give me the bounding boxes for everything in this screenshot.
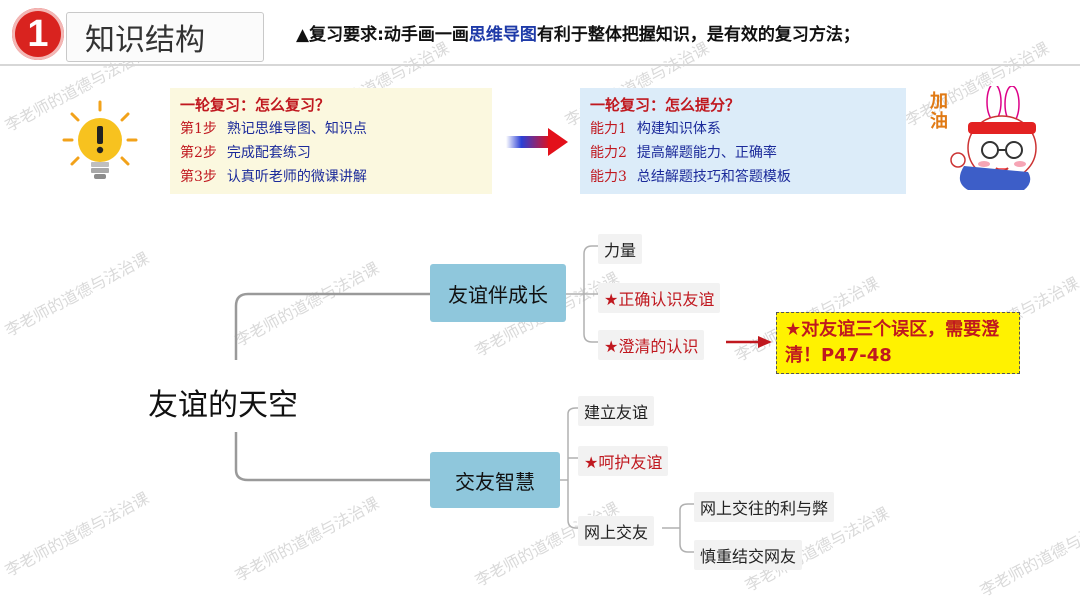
requirement-highlight: 思维导图 <box>468 25 537 45</box>
rabbit-mascot-icon <box>924 83 1044 196</box>
requirement-suffix: 有利于整体把握知识，是有效的复习方法； <box>536 25 860 45</box>
mindmap-leaf: 力量 <box>598 234 643 264</box>
lightbulb-icon <box>60 96 140 188</box>
mindmap-leaf: ★呵护友谊 <box>578 446 669 476</box>
mindmap-leaf: ★正确认识友谊 <box>598 283 721 313</box>
section-title: 知识结构 <box>66 12 264 62</box>
review-step: 第3步认真听老师的微课讲解 <box>180 169 367 185</box>
review-method-panel: 一轮复习：怎么复习？ 第1步熟记思维导图、知识点 第2步完成配套练习 第3步认真… <box>170 88 492 194</box>
header-divider <box>0 64 1080 66</box>
mindmap-branch-friendship-wisdom: 交友智慧 <box>430 452 560 508</box>
mindmap-leaf: ★澄清的认识 <box>598 330 705 360</box>
section-number-badge: 1 <box>12 8 64 60</box>
misconception-callout: ★对友谊三个误区，需要澄清！P47-48 <box>776 312 1020 374</box>
mindmap-leaf: 建立友谊 <box>578 396 655 426</box>
gradient-arrow-icon <box>506 128 568 156</box>
requirement-prefix: ▲复习要求:动手画一画 <box>296 25 469 45</box>
mindmap-subleaf: 慎重结交网友 <box>694 540 803 570</box>
review-step: 第1步熟记思维导图、知识点 <box>180 121 367 137</box>
mindmap-root: 友谊的天空 <box>148 388 298 423</box>
score-panel-heading: 一轮复习：怎么提分？ <box>590 96 741 114</box>
mindmap-leaf: 网上交友 <box>578 516 655 546</box>
review-step: 第2步完成配套练习 <box>180 145 311 161</box>
cheer-text: 加油 <box>930 91 948 132</box>
mindmap-branch-friendship-growth: 友谊伴成长 <box>430 264 566 322</box>
review-panel-heading: 一轮复习：怎么复习？ <box>180 96 331 114</box>
review-requirement: ▲复习要求:动手画一画思维导图有利于整体把握知识，是有效的复习方法； <box>296 20 860 45</box>
mindmap-subleaf: 网上交往的利与弊 <box>694 492 835 522</box>
